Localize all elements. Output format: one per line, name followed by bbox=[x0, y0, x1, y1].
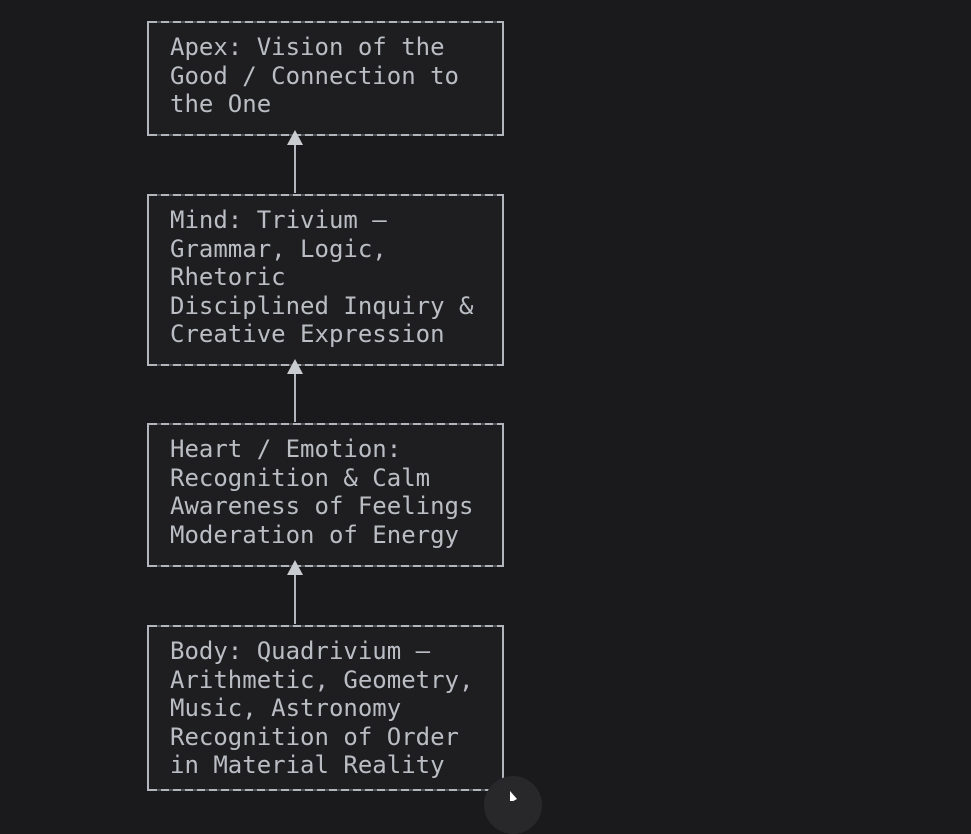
edge-line bbox=[294, 145, 296, 193]
node-apex-label: Apex: Vision of the Good / Connection to… bbox=[170, 33, 459, 119]
node-mind: Mind: Trivium — Grammar, Logic, Rhetoric… bbox=[147, 194, 504, 366]
mouse-cursor-icon bbox=[510, 791, 517, 801]
arrow-up-icon bbox=[287, 130, 303, 145]
edge-mind-to-apex bbox=[287, 130, 303, 193]
cursor-halo bbox=[484, 776, 542, 834]
node-heart: Heart / Emotion: Recognition & Calm Awar… bbox=[147, 423, 504, 567]
edge-line bbox=[294, 575, 296, 624]
node-heart-label: Heart / Emotion: Recognition & Calm Awar… bbox=[170, 435, 474, 549]
arrow-up-icon bbox=[287, 359, 303, 374]
node-apex: Apex: Vision of the Good / Connection to… bbox=[147, 21, 504, 136]
diagram-canvas: Apex: Vision of the Good / Connection to… bbox=[147, 21, 542, 834]
edge-line bbox=[294, 374, 296, 422]
node-body-label: Body: Quadrivium — Arithmetic, Geometry,… bbox=[170, 637, 474, 780]
arrow-up-icon bbox=[287, 560, 303, 575]
edge-body-to-heart bbox=[287, 560, 303, 624]
node-mind-label: Mind: Trivium — Grammar, Logic, Rhetoric… bbox=[170, 206, 474, 349]
edge-heart-to-mind bbox=[287, 359, 303, 422]
node-body: Body: Quadrivium — Arithmetic, Geometry,… bbox=[147, 625, 504, 791]
